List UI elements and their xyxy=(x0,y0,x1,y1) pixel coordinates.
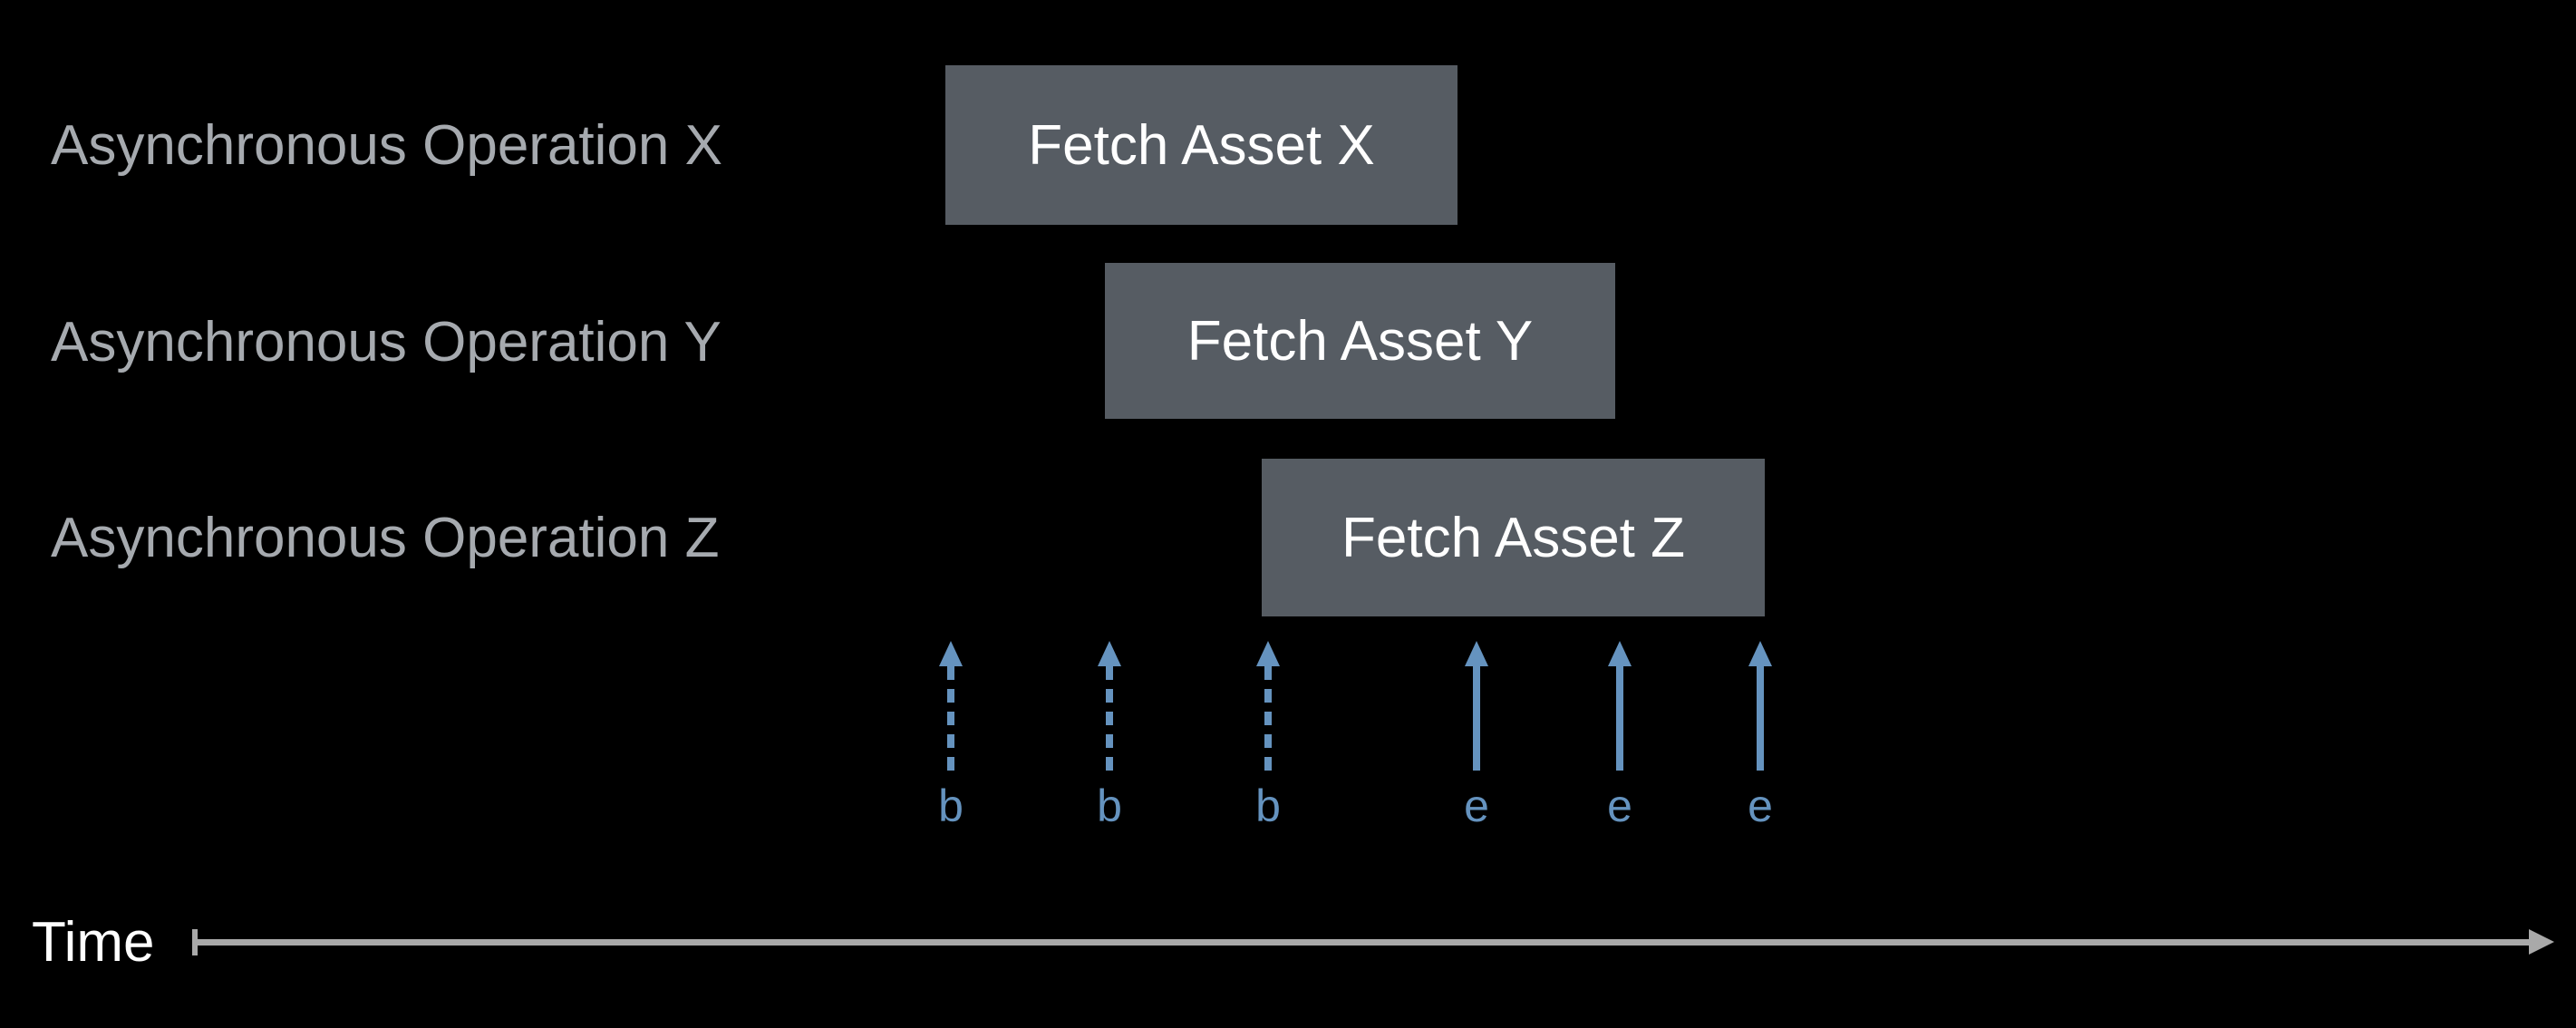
begin-marker-3: b xyxy=(1243,641,1293,829)
row-label-operation-y: Asynchronous Operation Y xyxy=(51,310,721,373)
up-arrow-icon xyxy=(1098,641,1121,666)
begin-marker-2: b xyxy=(1084,641,1135,829)
dashed-arrow-line xyxy=(947,666,954,771)
time-axis-label: Time xyxy=(32,911,155,974)
marker-label-b: b xyxy=(1255,781,1281,831)
begin-marker-1: b xyxy=(925,641,976,829)
marker-label-b: b xyxy=(1097,781,1122,831)
dashed-arrow-line xyxy=(1106,666,1113,771)
solid-arrow-line xyxy=(1473,666,1480,771)
up-arrow-icon xyxy=(1748,641,1772,666)
time-axis-arrowhead-icon xyxy=(2529,929,2554,955)
marker-label-e: e xyxy=(1464,781,1489,831)
marker-label-e: e xyxy=(1607,781,1632,831)
up-arrow-icon xyxy=(1465,641,1488,666)
up-arrow-icon xyxy=(939,641,963,666)
solid-arrow-line xyxy=(1757,666,1764,771)
marker-label-b: b xyxy=(938,781,964,831)
row-label-operation-x: Asynchronous Operation X xyxy=(51,113,722,177)
operation-box-fetch-asset-z: Fetch Asset Z xyxy=(1262,459,1765,616)
end-marker-1: e xyxy=(1451,641,1502,829)
solid-arrow-line xyxy=(1616,666,1623,771)
end-marker-2: e xyxy=(1594,641,1645,829)
box-label-fetch-asset-y: Fetch Asset Y xyxy=(1186,309,1534,373)
box-label-fetch-asset-z: Fetch Asset Z xyxy=(1341,506,1686,569)
up-arrow-icon xyxy=(1256,641,1280,666)
end-marker-3: e xyxy=(1735,641,1786,829)
box-label-fetch-asset-x: Fetch Asset X xyxy=(1028,113,1375,177)
time-axis-line xyxy=(195,939,2529,946)
row-label-operation-z: Asynchronous Operation Z xyxy=(51,506,720,569)
marker-label-e: e xyxy=(1748,781,1773,831)
dashed-arrow-line xyxy=(1264,666,1272,771)
operation-box-fetch-asset-x: Fetch Asset X xyxy=(945,65,1457,225)
operation-box-fetch-asset-y: Fetch Asset Y xyxy=(1105,263,1615,419)
up-arrow-icon xyxy=(1608,641,1632,666)
